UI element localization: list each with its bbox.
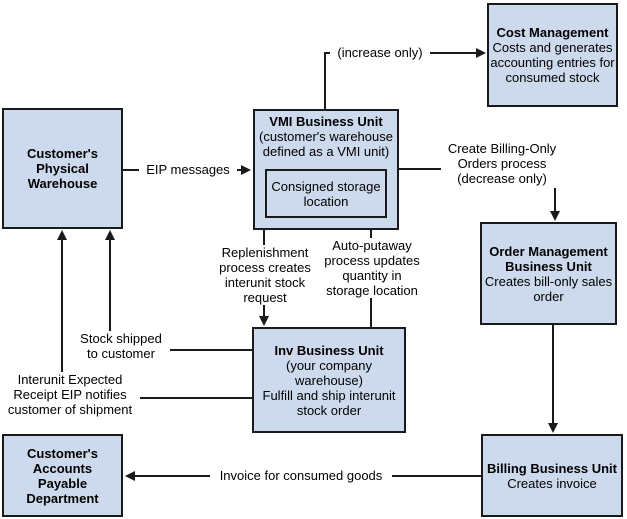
vmi-business-unit-subtitle: (customer's warehouse defined as a VMI u…: [259, 129, 393, 159]
customers-accounts-payable-title: Customer's Accounts Payable Department: [26, 445, 99, 506]
order-to-billing-line: [552, 325, 554, 426]
create-billing-line-vertical: [554, 188, 556, 213]
customers-physical-warehouse-title: Customer's Physical Warehouse: [27, 146, 98, 191]
increase-line-vertical: [324, 52, 326, 109]
billing-business-unit-title: Billing Business Unit: [486, 460, 617, 476]
inv-business-unit-body: (your company warehouse) Fulfill and shi…: [262, 357, 396, 418]
billing-business-unit-body: Creates invoice: [507, 475, 597, 491]
order-management-box: Order Management Business Unit Creates b…: [480, 222, 617, 325]
cost-management-body: Costs and generates accounting entries f…: [490, 40, 615, 85]
order-management-body: Creates bill-only sales order: [484, 273, 613, 304]
increase-arrowhead-icon: [476, 48, 486, 58]
replenishment-arrowhead-icon: [259, 316, 269, 326]
vmi-business-unit-title: VMI Business Unit: [269, 114, 383, 129]
order-management-title: Order Management Business Unit: [489, 243, 608, 274]
interunit-arrowhead-icon: [57, 230, 67, 240]
stock-shipped-arrowhead-icon: [105, 230, 115, 240]
invoice-label: Invoice for consumed goods: [210, 468, 392, 483]
increase-only-label: (increase only): [330, 45, 430, 60]
create-billing-arrowhead-icon: [550, 211, 560, 221]
stock-shipped-line-horizontal: [109, 349, 252, 351]
eip-arrowhead-icon: [241, 165, 251, 175]
create-billing-line-horizontal: [399, 168, 447, 170]
create-billing-only-label: Create Billing-Only Orders process (decr…: [441, 141, 563, 186]
stock-shipped-label: Stock shipped to customer: [72, 331, 170, 361]
auto-putaway-label: Auto-putaway process updates quantity in…: [317, 238, 427, 298]
interunit-line-horizontal: [61, 397, 252, 399]
customers-physical-warehouse-box: Customer's Physical Warehouse: [2, 108, 123, 229]
eip-messages-label: EIP messages: [139, 162, 237, 177]
cost-management-box: Cost Management Costs and generates acco…: [487, 3, 618, 107]
order-to-billing-arrowhead-icon: [548, 423, 558, 433]
interunit-line-vertical: [61, 238, 63, 398]
customers-accounts-payable-box: Customer's Accounts Payable Department: [2, 434, 123, 517]
cost-management-title: Cost Management: [496, 25, 609, 40]
replenishment-label: Replenishment process creates interunit …: [212, 245, 318, 305]
invoice-arrowhead-icon: [125, 471, 135, 481]
interunit-receipt-label: Interunit Expected Receipt EIP notifies …: [0, 372, 140, 417]
consigned-storage-location-box: Consigned storage location: [265, 169, 387, 218]
stock-shipped-line-vertical: [109, 238, 111, 350]
inv-business-unit-box: Inv Business Unit (your company warehous…: [252, 327, 406, 433]
consigned-storage-location-label: Consigned storage location: [271, 178, 381, 209]
inv-business-unit-title: Inv Business Unit: [274, 342, 384, 358]
billing-business-unit-box: Billing Business Unit Creates invoice: [481, 434, 623, 517]
